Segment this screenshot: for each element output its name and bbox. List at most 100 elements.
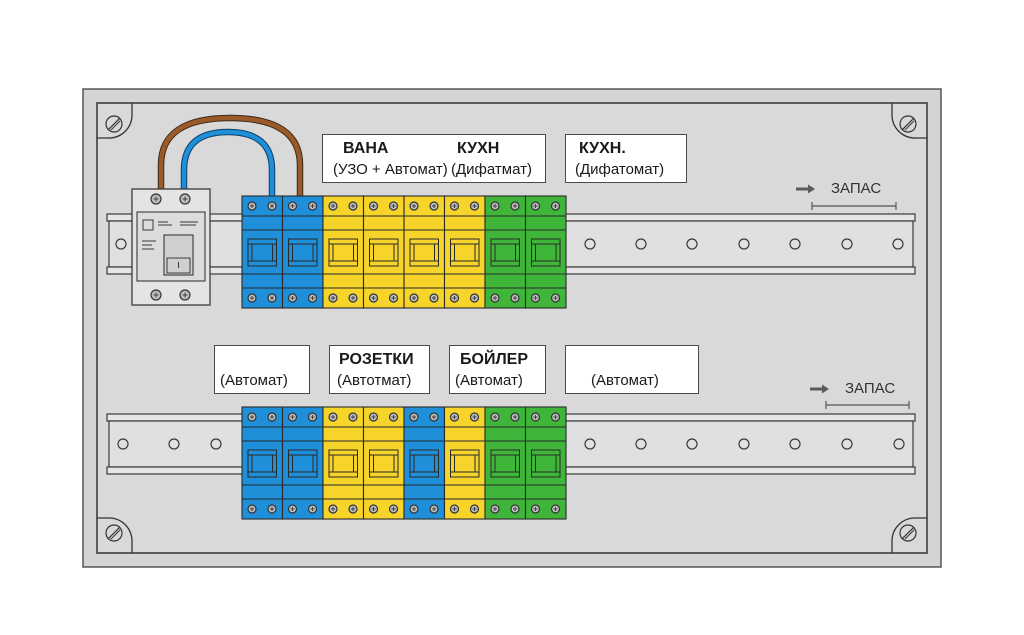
breaker-top-8-green — [524, 195, 567, 309]
breaker-toggle — [247, 238, 277, 267]
screw-icon — [328, 412, 338, 422]
breaker-toggle — [531, 238, 561, 267]
indicator-window — [142, 219, 154, 231]
label-boiler-title: БОЙЛЕР — [460, 351, 529, 368]
corner-mount — [97, 517, 133, 553]
arrow-right-icon — [810, 384, 829, 394]
label-kitchen2-subtitle: (Дифатомат) — [575, 161, 665, 178]
screw-icon — [368, 504, 379, 514]
breaker-toggle — [328, 449, 358, 478]
screw-icon — [429, 201, 439, 211]
screw-icon — [469, 293, 480, 303]
label-bath-title: ВАНА — [343, 140, 389, 157]
screw-icon — [490, 293, 500, 303]
screw-icon — [150, 193, 162, 205]
screw-icon — [449, 504, 460, 514]
screw-icon — [409, 504, 419, 514]
screw-icon — [247, 201, 257, 211]
breaker-toggle — [247, 449, 277, 478]
breaker-bottom-6-yellow — [443, 406, 486, 520]
screw-icon — [429, 412, 439, 422]
rail-hole — [210, 438, 222, 450]
screw-icon — [550, 412, 561, 422]
label-box-kitchen2: КУХН. (Дифатомат) — [565, 134, 687, 183]
screw-icon — [409, 412, 419, 422]
screw-icon — [530, 293, 541, 303]
label-sockets-subtitle: (Автотмат) — [337, 372, 412, 389]
screw-icon — [348, 504, 358, 514]
screw-icon — [267, 412, 277, 422]
screw-icon — [409, 293, 419, 303]
label-kitchen1-title: КУХН — [457, 140, 500, 157]
breaker-toggle — [531, 449, 561, 478]
breaker-top-3-yellow — [322, 195, 365, 309]
screw-icon — [247, 293, 257, 303]
breaker-toggle — [328, 238, 358, 267]
screw-icon — [409, 201, 419, 211]
breaker-bottom-2-blue — [281, 406, 324, 520]
breaker-toggle — [369, 449, 399, 478]
breaker-top-7-green — [484, 195, 527, 309]
screw-icon — [368, 201, 379, 211]
screw-icon — [510, 293, 520, 303]
rail-hole — [635, 438, 647, 450]
screw-icon — [328, 504, 338, 514]
label-box-bath-kitchen: ВАНА (УЗО + Автомат) КУХН (Дифатмат) — [322, 134, 546, 183]
screw-icon — [267, 201, 277, 211]
rail-hole — [738, 238, 750, 250]
screw-icon — [530, 504, 541, 514]
label-breaker-4-subtitle: (Автомат) — [591, 372, 659, 389]
breaker-bottom-8-green — [524, 406, 567, 520]
breaker-top-2-blue — [281, 195, 324, 309]
screw-icon — [429, 293, 439, 303]
screw-icon — [348, 201, 358, 211]
screw-icon — [267, 504, 277, 514]
rail-hole — [686, 238, 698, 250]
screw-icon — [287, 201, 298, 211]
breaker-toggle — [450, 449, 480, 478]
spare-indicator-top — [796, 184, 897, 210]
screw-icon — [179, 289, 191, 301]
rail-hole — [584, 438, 596, 450]
label-box-breaker-1: (Автомат) — [214, 345, 310, 394]
rail-hole — [789, 438, 801, 450]
label-boiler-subtitle: (Автомат) — [455, 372, 523, 389]
main-switch-device — [131, 188, 211, 306]
wire-neutral-blue — [181, 129, 275, 197]
breaker-toggle — [369, 238, 399, 267]
rail-hole — [789, 238, 801, 250]
label-box-sockets: РОЗЕТКИ (Автотмат) — [329, 345, 430, 394]
screw-icon — [510, 201, 520, 211]
breaker-toggle — [450, 238, 480, 267]
rail-hole — [841, 438, 853, 450]
rail-hole — [115, 238, 127, 250]
screw-icon — [550, 201, 561, 211]
screw-icon — [530, 201, 541, 211]
screw-icon — [449, 293, 460, 303]
screw-icon — [105, 524, 123, 542]
spare-label-top: ЗАПАС — [831, 180, 882, 197]
rail-hole — [117, 438, 129, 450]
screw-icon — [247, 412, 257, 422]
screw-icon — [449, 201, 460, 211]
breaker-toggle — [409, 449, 439, 478]
spare-label-bottom: ЗАПАС — [845, 380, 896, 397]
label-sockets-title: РОЗЕТКИ — [339, 351, 414, 368]
screw-icon — [899, 524, 917, 542]
screw-icon — [287, 504, 298, 514]
label-kitchen2-title: КУХН. — [579, 140, 626, 157]
rail-hole — [841, 238, 853, 250]
screw-icon — [469, 201, 480, 211]
wire-phase-brown — [158, 115, 303, 197]
screw-icon — [348, 293, 358, 303]
corner-mount — [891, 103, 927, 139]
breaker-toggle — [288, 238, 318, 267]
screw-icon — [368, 412, 379, 422]
screw-icon — [307, 201, 318, 211]
screw-icon — [550, 293, 561, 303]
screw-icon — [368, 293, 379, 303]
breaker-top-1-blue — [241, 195, 284, 309]
screw-icon — [105, 115, 123, 133]
screw-icon — [179, 193, 191, 205]
